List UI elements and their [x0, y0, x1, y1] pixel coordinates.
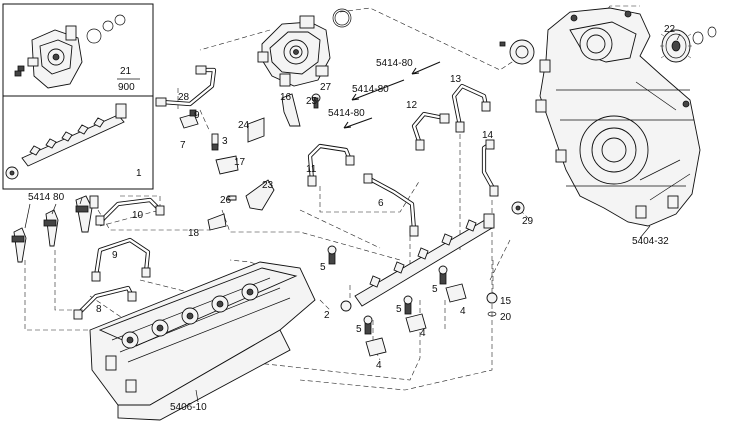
label-9a: 9 [194, 110, 200, 121]
label-5d: 5 [432, 284, 438, 295]
label-14: 14 [482, 130, 494, 141]
label-15: 15 [500, 296, 512, 307]
label-8: 8 [96, 304, 102, 315]
label-25: 25 [306, 96, 318, 107]
label-26: 26 [220, 195, 232, 206]
label-7: 7 [180, 140, 186, 151]
label-27: 27 [320, 82, 332, 93]
label-900: 900 [118, 82, 135, 93]
part-labels: 21 900 1 28 9 7 3 24 17 16 27 25 5414-80… [28, 24, 676, 413]
label-16: 16 [280, 92, 292, 103]
label-22: 22 [664, 24, 676, 35]
label-leaders [24, 33, 681, 403]
label-3: 3 [222, 136, 228, 147]
label-4b: 4 [420, 328, 426, 339]
label-5414-80-mid: 5414-80 [352, 84, 389, 95]
label-17: 17 [234, 157, 246, 168]
gear-icon [660, 26, 717, 63]
label-5404-32: 5404-32 [632, 236, 669, 247]
inset-rail-icon [5, 103, 127, 180]
label-5a: 5 [320, 262, 326, 273]
common-rail-icon [340, 213, 495, 312]
small-parts [179, 93, 525, 357]
label-18: 18 [188, 228, 200, 239]
label-28: 28 [178, 92, 190, 103]
label-2: 2 [324, 310, 330, 321]
label-5414-80-low: 5414-80 [328, 108, 365, 119]
label-13: 13 [450, 74, 462, 85]
label-5414-80-top: 5414-80 [376, 58, 413, 69]
label-12: 12 [406, 100, 418, 111]
label-10: 10 [132, 210, 144, 221]
label-24: 24 [238, 120, 250, 131]
label-11: 11 [306, 164, 317, 175]
label-5b: 5 [356, 324, 362, 335]
label-20: 20 [500, 312, 512, 323]
injector-icons [11, 195, 99, 263]
leader-lines [24, 5, 640, 391]
label-5c: 5 [396, 304, 402, 315]
label-5406-10: 5406-10 [170, 402, 207, 413]
label-5414-80-left: 5414 80 [28, 192, 65, 203]
label-21: 21 [120, 66, 132, 77]
pipe-fittings [73, 65, 499, 320]
injection-pump-icon [257, 8, 352, 87]
label-4c: 4 [460, 306, 466, 317]
label-4a: 4 [376, 360, 382, 371]
inset-pump-icon [14, 14, 126, 89]
high-pressure-pipes [75, 67, 497, 317]
label-1: 1 [136, 168, 142, 179]
timing-cover-icon [535, 7, 701, 227]
label-6: 6 [378, 198, 384, 209]
direction-arrows [343, 61, 441, 129]
label-29: 29 [522, 216, 534, 227]
flange-icon [499, 39, 535, 65]
label-9b: 9 [112, 250, 118, 261]
label-23: 23 [262, 180, 274, 191]
cylinder-head-icon [89, 261, 316, 421]
